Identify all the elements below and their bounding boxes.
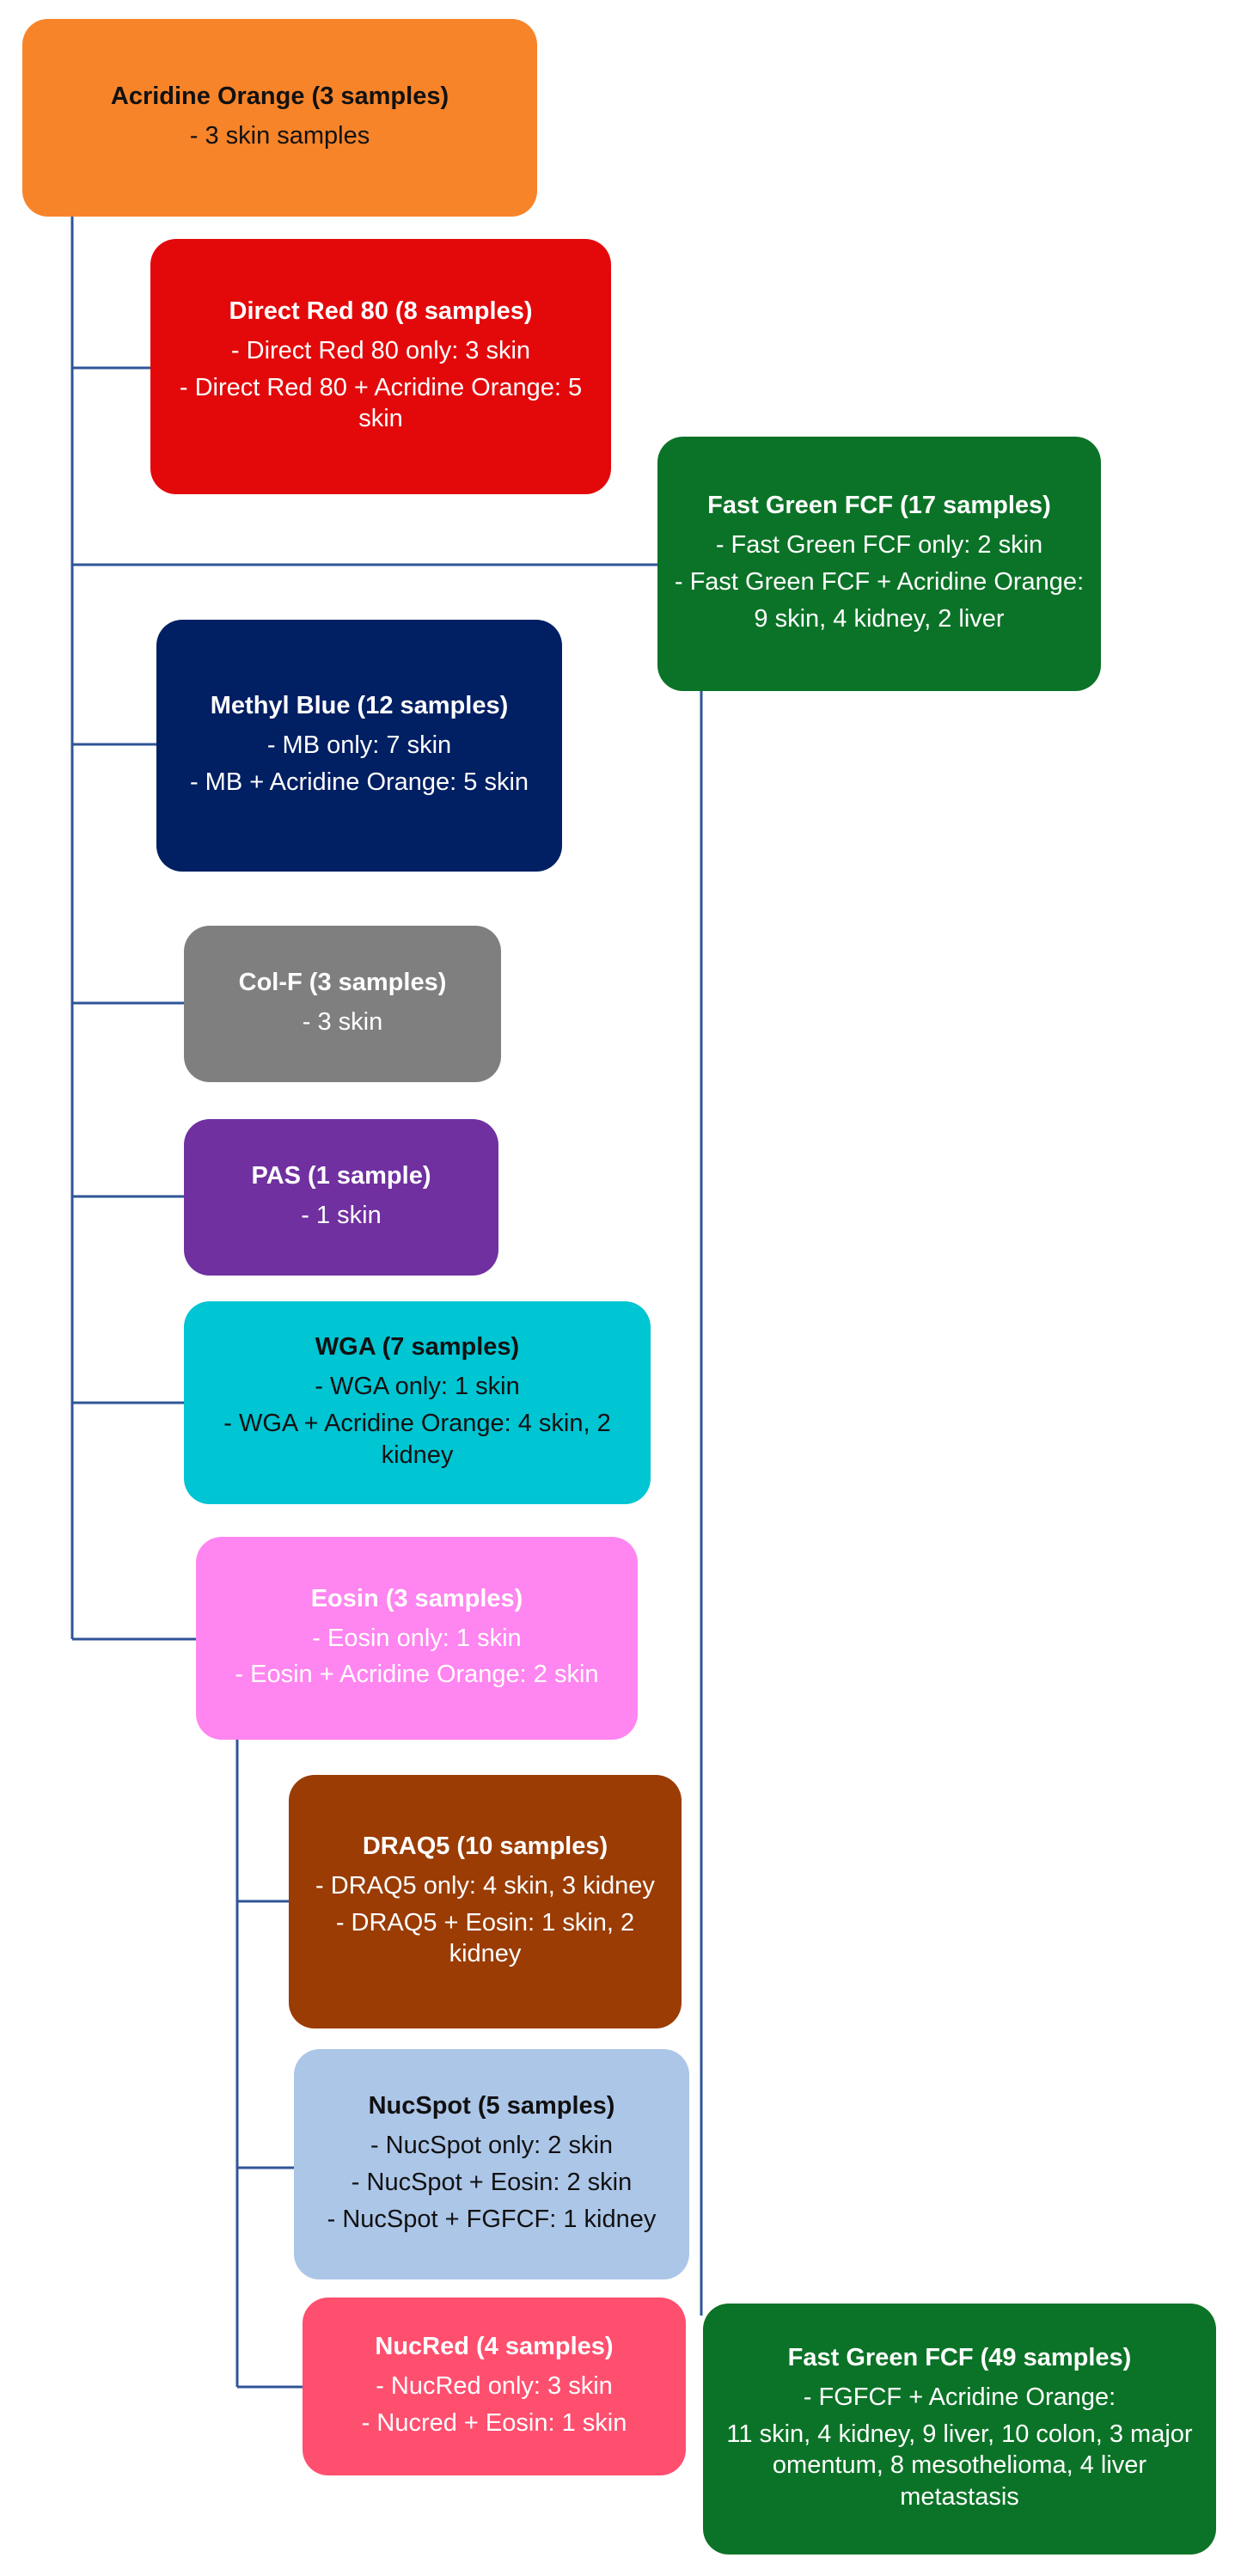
- node-title: Eosin (3 samples): [310, 1584, 523, 1612]
- node-detail-line: - MB only: 7 skin: [266, 731, 452, 760]
- node-fast-green-fcf-17: Fast Green FCF (17 samples) - Fast Green …: [657, 437, 1101, 691]
- node-detail-line: - 3 skin samples: [189, 122, 370, 150]
- node-detail-line: - Fast Green FCF only: 2 skin: [715, 531, 1043, 560]
- node-title: Methyl Blue (12 samples): [210, 692, 509, 720]
- node-detail-line: - MB + Acridine Orange: 5 skin: [189, 768, 529, 796]
- node-detail-line: - Fast Green FCF + Acridine Orange:: [674, 568, 1085, 596]
- node-detail-line: - DRAQ5 only: 4 skin, 3 kidney: [315, 1871, 655, 1900]
- node-detail-line: - WGA + Acridine Orange: 4 skin, 2 kidne…: [223, 1410, 611, 1469]
- node-detail-line: - 3 skin: [302, 1008, 383, 1036]
- node-title: Acridine Orange (3 samples): [110, 83, 449, 111]
- node-title: Direct Red 80 (8 samples): [229, 297, 533, 325]
- node-detail-line: - NucRed only: 3 skin: [376, 2372, 613, 2401]
- node-detail-line: - Nucred + Eosin: 1 skin: [361, 2408, 627, 2437]
- node-detail-line: - NucSpot only: 2 skin: [370, 2132, 614, 2160]
- node-detail-line: 9 skin, 4 kidney, 2 liver: [754, 604, 1005, 633]
- node-draq5: DRAQ5 (10 samples) - DRAQ5 only: 4 skin, …: [289, 1775, 682, 2028]
- node-acridine-orange: Acridine Orange (3 samples) - 3 skin samp…: [22, 19, 537, 217]
- node-title: NucSpot (5 samples): [368, 2092, 615, 2120]
- node-col-f: Col-F (3 samples) - 3 skin: [184, 926, 501, 1082]
- node-detail-line: - Direct Red 80 only: 3 skin: [230, 336, 531, 364]
- node-title: Fast Green FCF (17 samples): [707, 492, 1051, 520]
- node-title: PAS (1 sample): [251, 1162, 431, 1190]
- node-detail-line: - Eosin only: 1 skin: [312, 1624, 522, 1652]
- node-title: Fast Green FCF (49 samples): [787, 2343, 1132, 2371]
- node-detail-line: - DRAQ5 + Eosin: 1 skin, 2 kidney: [335, 1908, 635, 1968]
- node-pas: PAS (1 sample) - 1 skin: [184, 1119, 498, 1276]
- node-nucred: NucRed (4 samples) - NucRed only: 3 skin -…: [303, 2298, 686, 2475]
- node-wga: WGA (7 samples) - WGA only: 1 skin - WGA +…: [184, 1301, 651, 1504]
- node-fast-green-fcf-49: Fast Green FCF (49 samples) - FGFCF + Acr…: [703, 2304, 1216, 2555]
- node-detail-line: - Eosin + Acridine Orange: 2 skin: [235, 1661, 599, 1689]
- node-title: NucRed (4 samples): [375, 2333, 614, 2361]
- node-detail-line: - 1 skin: [301, 1202, 382, 1229]
- node-detail-line: - WGA only: 1 skin: [315, 1373, 520, 1401]
- node-detail-line: - NucSpot + Eosin: 2 skin: [351, 2169, 633, 2196]
- node-detail-line: - FGFCF + Acridine Orange:: [803, 2383, 1116, 2411]
- node-title: WGA (7 samples): [315, 1333, 520, 1361]
- node-direct-red-80: Direct Red 80 (8 samples) - Direct Red 80…: [150, 239, 611, 494]
- node-title: DRAQ5 (10 samples): [362, 1832, 608, 1860]
- node-eosin: Eosin (3 samples) - Eosin only: 1 skin - E…: [196, 1537, 638, 1740]
- node-title: Col-F (3 samples): [238, 969, 447, 997]
- node-detail-line: - Direct Red 80 + Acridine Orange: 5 ski…: [179, 373, 583, 433]
- node-nucspot: NucSpot (5 samples) - NucSpot only: 2 ski…: [294, 2049, 689, 2279]
- node-methyl-blue: Methyl Blue (12 samples) - MB only: 7 ski…: [156, 620, 562, 872]
- node-detail-line: - NucSpot + FGFCF: 1 kidney: [327, 2205, 657, 2233]
- node-detail-line: 11 skin, 4 kidney, 9 liver, 10 colon, 3 …: [726, 2420, 1193, 2512]
